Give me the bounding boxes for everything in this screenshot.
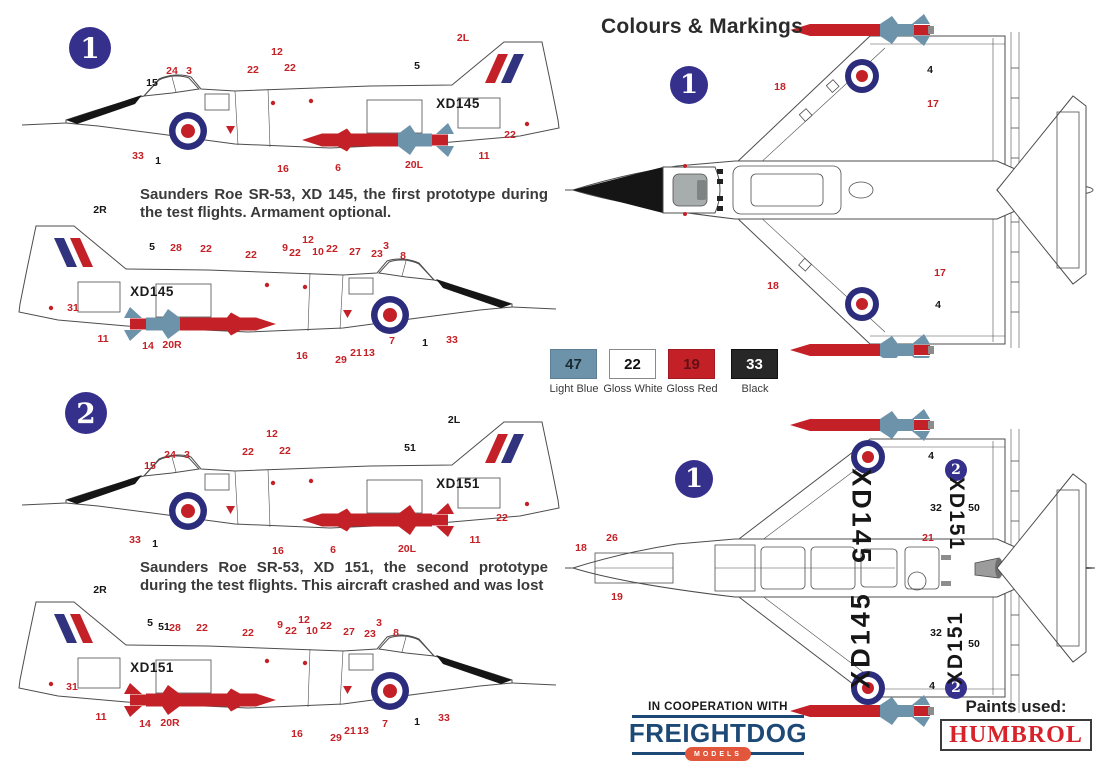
underside-serial-main-upper: XD145 bbox=[846, 468, 877, 566]
aircraft-serial: XD145 bbox=[130, 284, 174, 299]
paint-chart: 47 Light Blue 22 Gloss White 19 Gloss Re… bbox=[544, 349, 794, 401]
underside-serial-alt-lower: XD151 bbox=[944, 610, 967, 686]
alt-serial-badge-lower: 2 bbox=[945, 677, 967, 699]
color-swatch-22: 22 Gloss White bbox=[603, 349, 663, 395]
color-swatch-19: 19 Gloss Red bbox=[666, 349, 718, 395]
swatch-box: 33 bbox=[731, 349, 778, 379]
aircraft-serial: XD145 bbox=[436, 96, 480, 111]
swatch-box: 19 bbox=[668, 349, 715, 379]
aircraft-serial: XD151 bbox=[130, 660, 174, 675]
side-view-2-starboard: XD151 bbox=[18, 588, 558, 743]
top-plan-view bbox=[565, 8, 1095, 358]
cooperation-label: IN COOPERATION WITH bbox=[648, 701, 788, 713]
alt-serial-badge-upper: 2 bbox=[945, 459, 967, 481]
swatch-label: Gloss White bbox=[603, 383, 663, 395]
side-view-1-starboard: XD145 bbox=[18, 212, 558, 367]
bottom-view-badge: 1 bbox=[675, 460, 713, 498]
scheme-2-badge: 2 bbox=[65, 392, 107, 434]
caption-scheme-1: Saunders Roe SR-53, XD 145, the first pr… bbox=[140, 186, 548, 221]
humbrol-logo: HUMBROL bbox=[940, 719, 1092, 751]
logo-rule bbox=[632, 715, 804, 718]
underside-serial-alt-upper: XD151 bbox=[945, 476, 968, 552]
color-swatch-47: 47 Light Blue bbox=[550, 349, 598, 395]
freightdog-wordmark: FREIGHTDOG bbox=[628, 718, 808, 748]
color-swatch-33: 33 Black bbox=[731, 349, 778, 395]
models-oval: MODELS bbox=[685, 747, 751, 761]
caption-scheme-2: Saunders Roe SR-53, XD 151, the second p… bbox=[140, 559, 548, 594]
underside-serial-main-lower: XD145 bbox=[845, 591, 876, 689]
side-view-2-port: XD151 bbox=[20, 408, 560, 563]
swatch-box: 47 bbox=[550, 349, 597, 379]
side-view-1-port: XD145 bbox=[20, 28, 560, 183]
paints-used-label: Paints used: bbox=[965, 697, 1067, 716]
scheme-1-badge: 1 bbox=[69, 27, 111, 69]
swatch-label: Black bbox=[741, 383, 769, 395]
aircraft-serial: XD151 bbox=[436, 476, 480, 491]
swatch-label: Gloss Red bbox=[666, 383, 718, 395]
top-view-badge: 1 bbox=[670, 66, 708, 104]
swatch-box: 22 bbox=[609, 349, 656, 379]
freightdog-logo: IN COOPERATION WITH FREIGHTDOG MODELS bbox=[628, 701, 808, 761]
bottom-plan-view bbox=[565, 395, 1095, 747]
swatch-label: Light Blue bbox=[549, 383, 599, 395]
page-title: Colours & Markings bbox=[601, 15, 803, 38]
